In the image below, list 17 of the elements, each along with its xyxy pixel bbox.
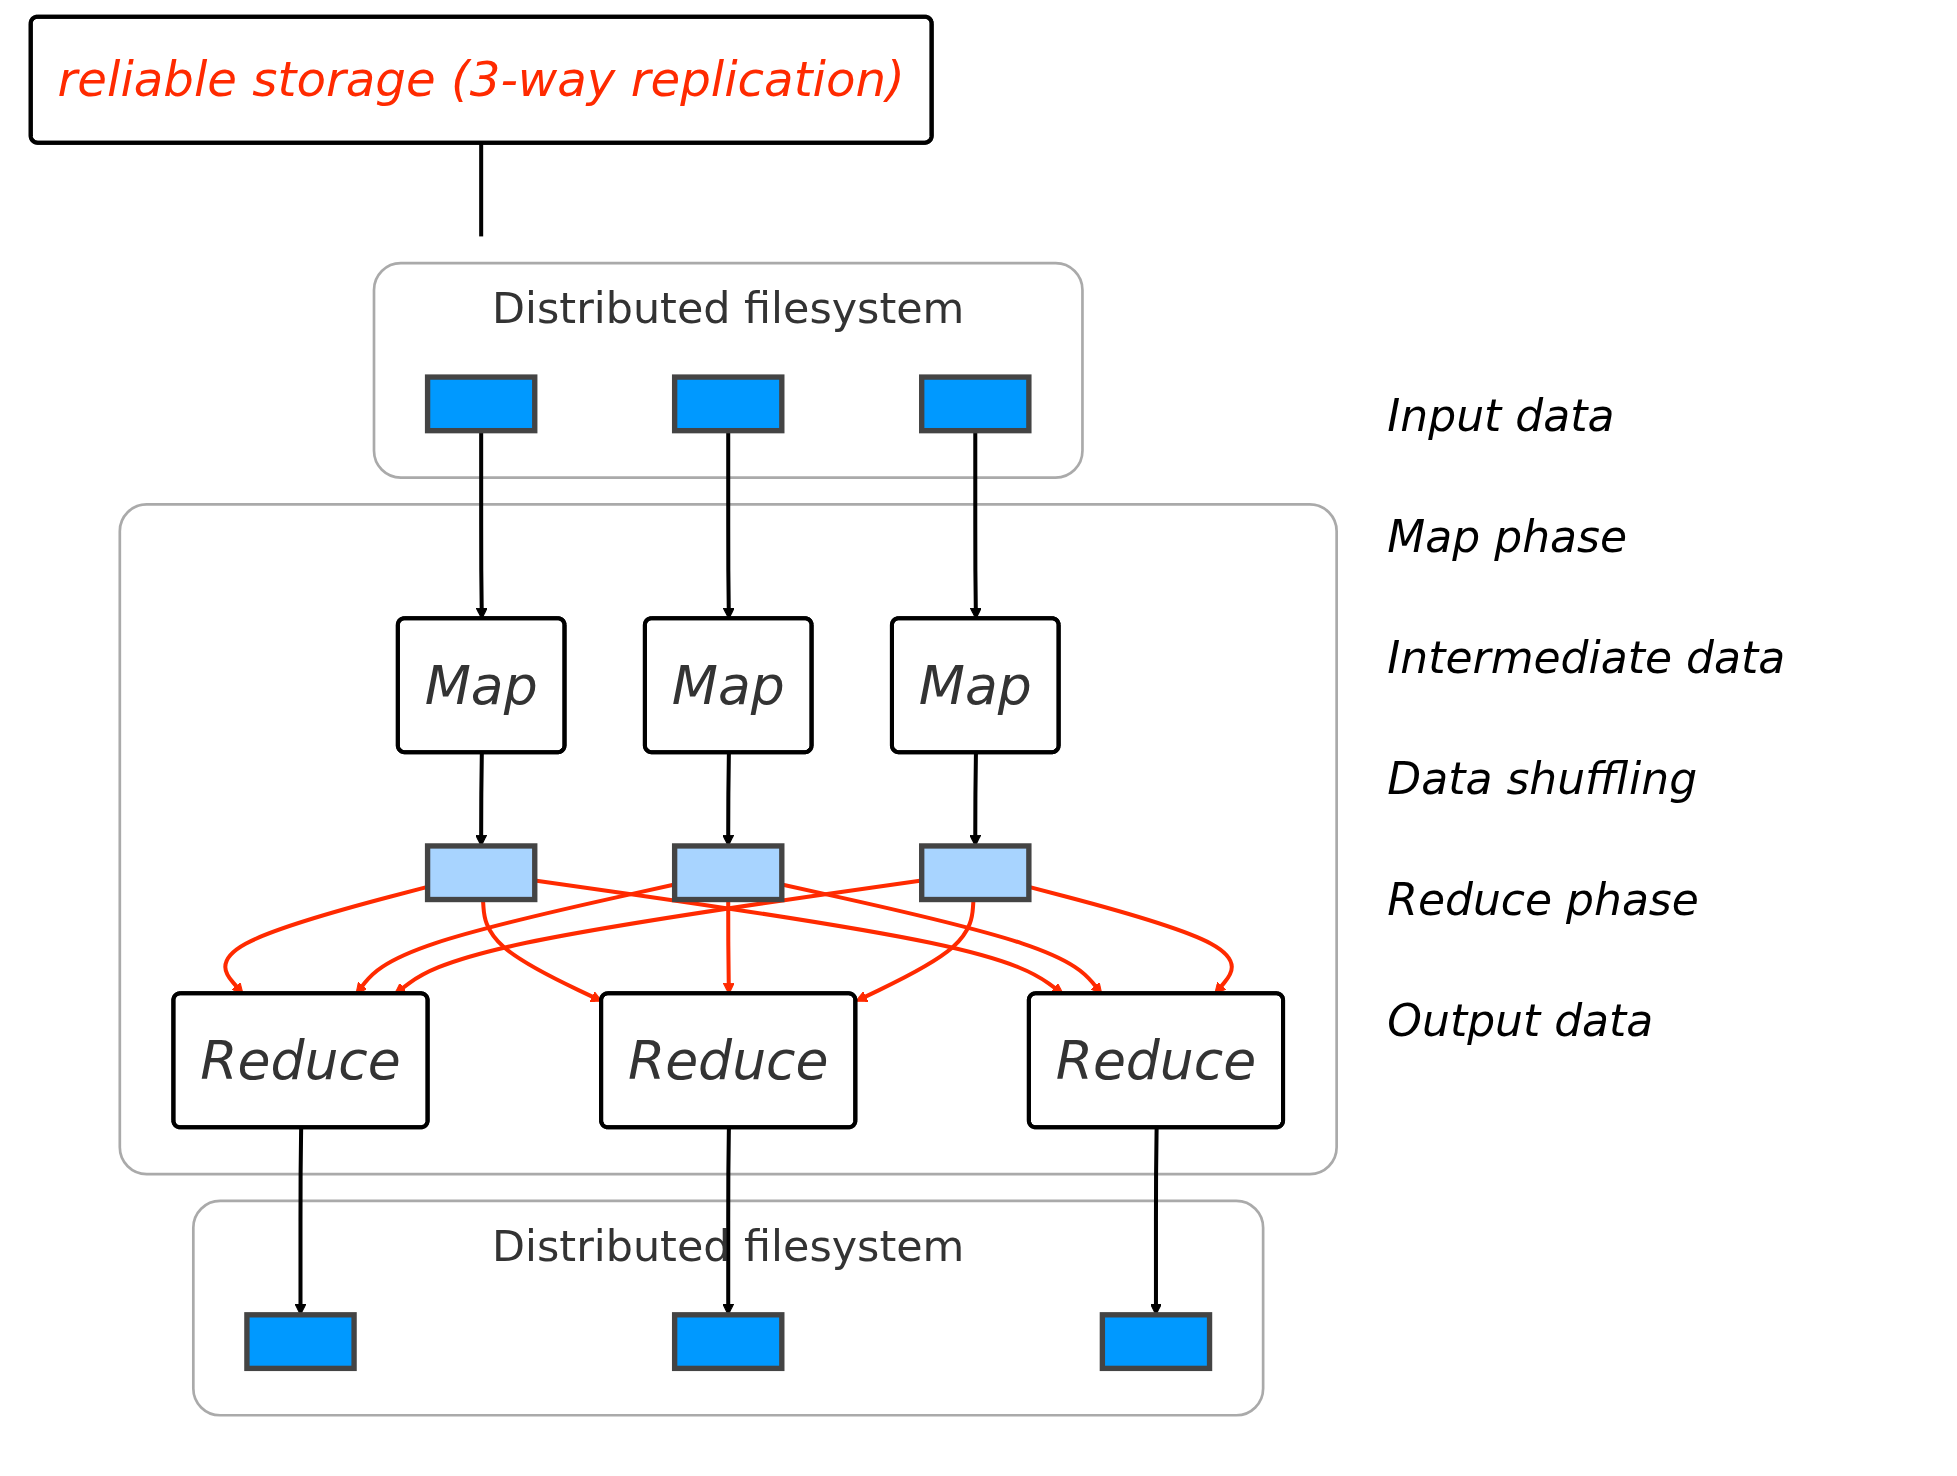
node-box bbox=[424, 374, 538, 434]
row-label: Output data bbox=[1387, 995, 1655, 1046]
node-box bbox=[244, 1312, 357, 1372]
row-label: Map phase bbox=[1387, 511, 1628, 562]
row-label: Reduce phase bbox=[1387, 874, 1700, 925]
node-box bbox=[424, 843, 538, 903]
cluster: Distributed filesystem bbox=[372, 261, 1084, 479]
cluster bbox=[118, 503, 1338, 1176]
row-label: Data shuffling bbox=[1387, 753, 1699, 804]
node-box bbox=[671, 374, 785, 434]
node-box bbox=[671, 1312, 785, 1372]
node-box bbox=[919, 843, 1032, 903]
row-label: Input data bbox=[1387, 390, 1616, 441]
row-label: Intermediate data bbox=[1387, 632, 1786, 683]
node-box bbox=[919, 374, 1032, 434]
node-box bbox=[1099, 1312, 1213, 1372]
node-box bbox=[671, 843, 785, 903]
